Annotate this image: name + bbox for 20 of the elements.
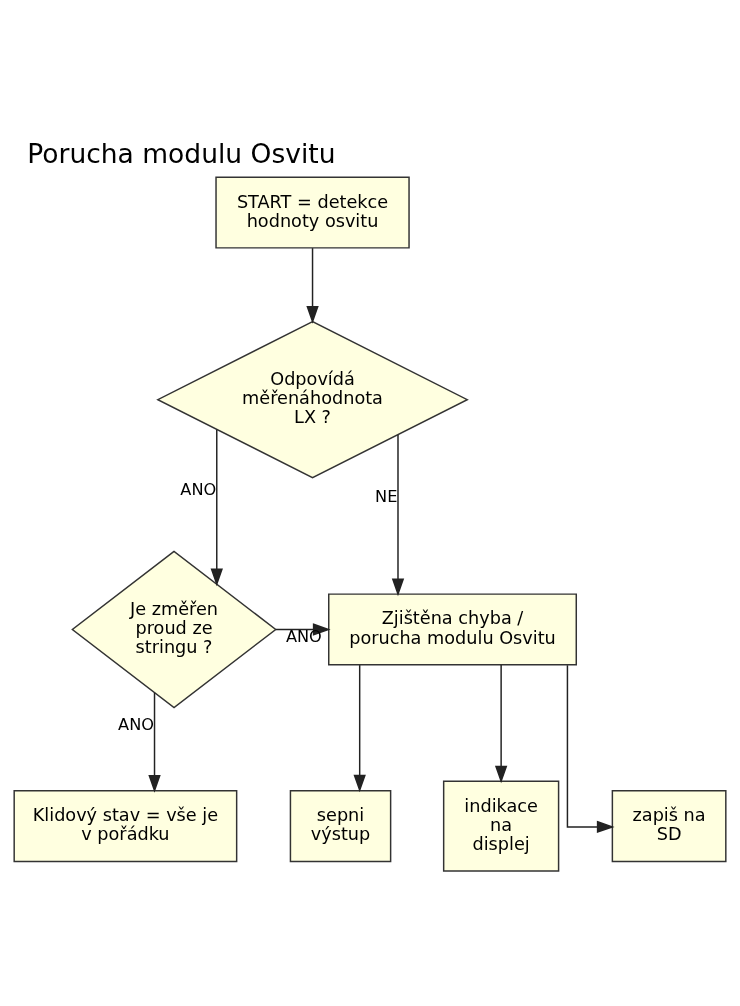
- node-box: indikace na displej: [442, 780, 560, 872]
- edge-label: ANO: [180, 479, 217, 499]
- node-box: START = detekce hodnoty osvitu: [215, 175, 410, 249]
- diagram-title: Porucha modulu Osvitu: [27, 137, 336, 169]
- arrow: [148, 691, 161, 793]
- arrow: [306, 246, 319, 324]
- node-box: Zjištěna chyba / porucha modulu Osvitu: [328, 592, 577, 666]
- edge-label: ANO: [118, 714, 155, 734]
- arrow: [391, 433, 405, 596]
- arrow: [353, 663, 366, 792]
- arrow: [210, 428, 223, 586]
- node-box: zapiš na SD: [611, 789, 727, 862]
- arrow: [566, 664, 615, 833]
- edge-label: ANO: [285, 626, 322, 646]
- node-diamond: Odpovídá měřenáhodnota LX ?: [156, 320, 469, 479]
- node-box: Klidový stav = vše je v pořádku: [13, 789, 238, 862]
- node-box: sepni výstup: [289, 789, 392, 862]
- arrow: [494, 663, 508, 783]
- edge-label: NE: [375, 486, 398, 506]
- node-diamond: Je změřen proud ze stringu ?: [71, 549, 277, 708]
